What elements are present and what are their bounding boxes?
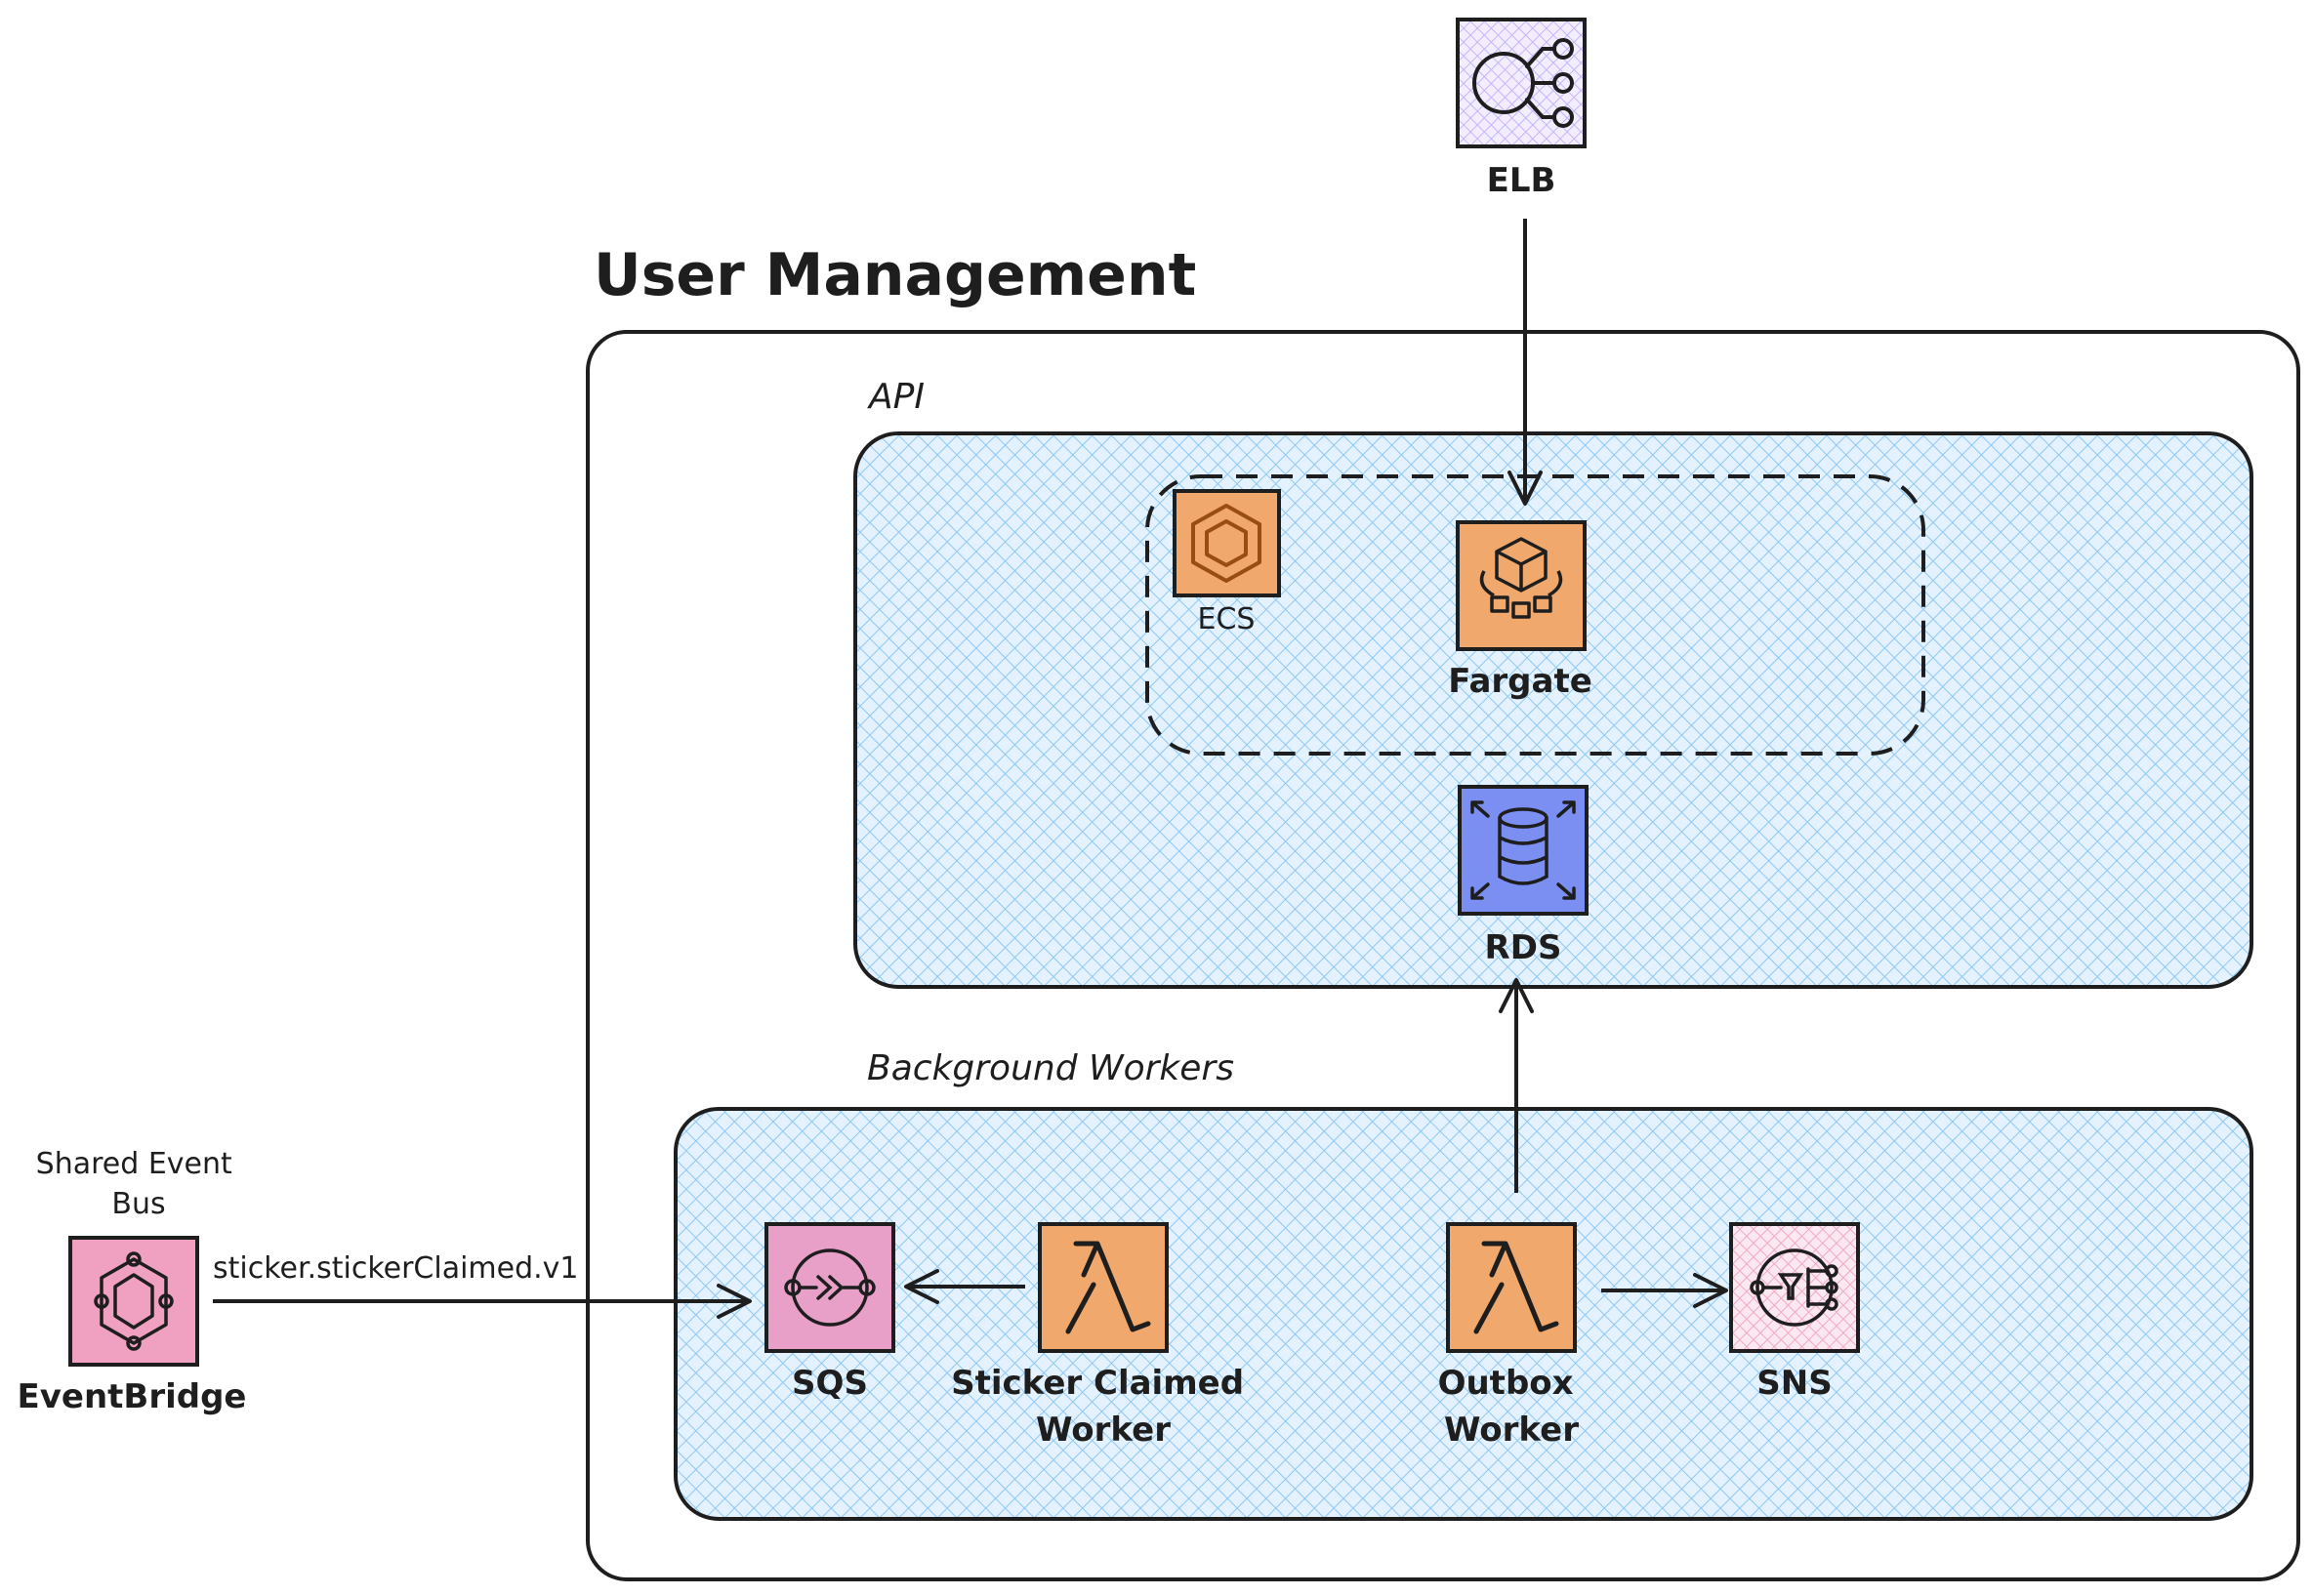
rds-label: RDS — [1485, 928, 1562, 967]
lambda-icon — [1473, 1241, 1559, 1334]
sticker-claimed-worker-node: Sticker Claimed Worker — [951, 1222, 1256, 1450]
sticker-claimed-worker-label-line-2: Worker — [1036, 1411, 1171, 1450]
ecs-node: ECS — [1173, 489, 1281, 636]
sns-node: SNS — [1729, 1222, 1860, 1403]
elb-node: ELB — [1456, 18, 1587, 200]
outbox-worker-box — [1446, 1222, 1577, 1353]
shared-event-bus-label-line-2: Bus — [111, 1187, 165, 1221]
eventbridge-box — [68, 1236, 199, 1367]
workers-group-label: Background Workers — [867, 1048, 1234, 1088]
elb-label: ELB — [1487, 161, 1556, 200]
fargate-label: Fargate — [1448, 662, 1592, 701]
fargate-icon — [1479, 537, 1563, 619]
sticker-claimed-worker-box — [1038, 1222, 1169, 1353]
ecs-label: ECS — [1198, 602, 1256, 636]
outbox-worker-label-line-2: Worker — [1444, 1411, 1579, 1450]
sqs-icon — [784, 1248, 876, 1327]
sticker-claimed-worker-label: Sticker Claimed Worker — [951, 1364, 1256, 1450]
fargate-box — [1456, 520, 1587, 651]
edge-label-sticker-claimed-event: sticker.stickerClaimed.v1 — [213, 1251, 579, 1286]
eventbridge-label: EventBridge — [18, 1377, 247, 1416]
user-management-boundary — [586, 330, 2300, 1581]
diagram-title: User Management — [594, 241, 1196, 309]
sqs-label: SQS — [792, 1364, 868, 1403]
outbox-worker-label: Outbox Worker — [1438, 1364, 1586, 1450]
fargate-node: Fargate — [1448, 520, 1592, 701]
sns-icon — [1750, 1248, 1838, 1327]
elb-icon — [1472, 38, 1574, 128]
sqs-node: SQS — [764, 1222, 895, 1403]
rds-node: RDS — [1458, 785, 1589, 967]
shared-event-bus-label-line-1: Shared Event — [36, 1147, 232, 1181]
outbox-worker-node: Outbox Worker — [1438, 1222, 1586, 1450]
outbox-worker-label-line-1: Outbox — [1438, 1364, 1574, 1403]
rds-icon — [1470, 800, 1576, 900]
eventbridge-node: Shared Event Bus EventBridge — [18, 1147, 247, 1416]
ecs-icon — [1191, 504, 1261, 583]
eventbridge-icon — [94, 1251, 174, 1351]
sticker-claimed-worker-label-line-1: Sticker Claimed — [951, 1364, 1244, 1403]
lambda-icon — [1065, 1241, 1151, 1334]
sns-label: SNS — [1756, 1364, 1832, 1403]
shared-event-bus-label: Shared Event Bus — [36, 1147, 242, 1221]
api-group-label: API — [867, 377, 925, 417]
